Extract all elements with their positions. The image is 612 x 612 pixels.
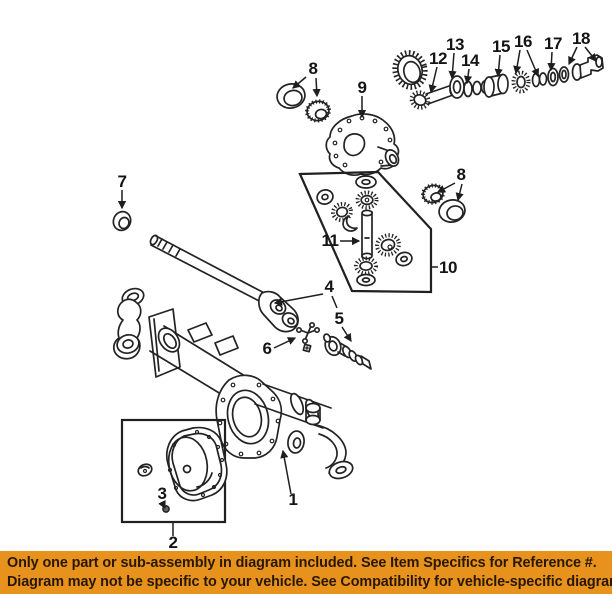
differential-internals <box>316 175 413 287</box>
callout-18-leader-a <box>568 46 578 66</box>
callout-4-leader-b <box>331 295 338 309</box>
callout-13: 13 <box>446 35 464 54</box>
pinion-flange-13 <box>449 75 465 99</box>
bearing-race-8-left <box>276 83 331 123</box>
front-axle-shaft <box>149 234 299 333</box>
callout-numbers: 1 2 3 4 5 6 7 8 8 9 10 11 12 13 14 15 16… <box>118 29 591 552</box>
callout-15-leader <box>494 54 503 78</box>
banner-line-1: Only one part or sub-assembly in diagram… <box>7 555 597 571</box>
bearing-race-8-right <box>421 183 466 223</box>
callout-15: 15 <box>492 37 510 56</box>
callout-12: 12 <box>429 49 447 68</box>
callout-16: 16 <box>514 32 532 51</box>
callout-8-right-leader-b <box>455 183 464 202</box>
callout-17: 17 <box>544 34 562 53</box>
bearing-16 <box>511 70 548 94</box>
ring-gear <box>392 50 428 90</box>
callout-9: 9 <box>358 78 367 97</box>
callout-18: 18 <box>572 29 590 48</box>
callout-3: 3 <box>158 484 167 503</box>
callout-5-leader <box>341 326 352 343</box>
callout-5: 5 <box>335 309 344 328</box>
u-joint-cross <box>295 321 321 353</box>
callout-10: 10 <box>439 258 457 277</box>
callout-8-right: 8 <box>457 165 466 184</box>
cover-plug <box>137 463 153 477</box>
callout-8-left-leader-a <box>292 76 307 89</box>
seal-7 <box>112 210 132 232</box>
callout-4: 4 <box>325 277 335 296</box>
callout-leaders <box>117 46 597 536</box>
banner-line-2: Diagram may not be specific to your vehi… <box>7 574 612 591</box>
end-yoke-18 <box>571 54 604 81</box>
callout-2: 2 <box>169 533 178 552</box>
internal-kit-box <box>298 170 433 294</box>
differential-cover <box>165 426 228 502</box>
callout-3-leader <box>158 499 166 510</box>
callout-14: 14 <box>461 51 480 70</box>
callout-17-leader <box>547 51 556 72</box>
differential-case <box>325 113 400 177</box>
callout-8-left: 8 <box>309 59 318 78</box>
callout-16-leader-b <box>526 49 540 78</box>
axle-housing <box>113 287 354 480</box>
intermediate-shaft <box>322 333 372 370</box>
callout-1: 1 <box>289 490 298 509</box>
callout-13-leader <box>448 52 457 80</box>
callout-6: 6 <box>263 339 272 358</box>
callout-16-leader-a <box>513 49 522 75</box>
callout-12-leader <box>428 66 438 94</box>
callout-6-leader <box>273 337 297 349</box>
callout-7: 7 <box>118 172 127 191</box>
callout-8-left-leader-b <box>312 77 321 98</box>
callout-18-leader-b <box>584 46 597 62</box>
callout-1-leader <box>280 449 292 495</box>
callout-14-leader <box>463 68 473 85</box>
callout-8-right-leader-a <box>436 182 456 193</box>
callout-11: 11 <box>322 231 339 250</box>
disclaimer-banner: Only one part or sub-assembly in diagram… <box>0 551 612 594</box>
spacer-15 <box>483 73 509 98</box>
callout-4-leader-a <box>273 293 324 306</box>
